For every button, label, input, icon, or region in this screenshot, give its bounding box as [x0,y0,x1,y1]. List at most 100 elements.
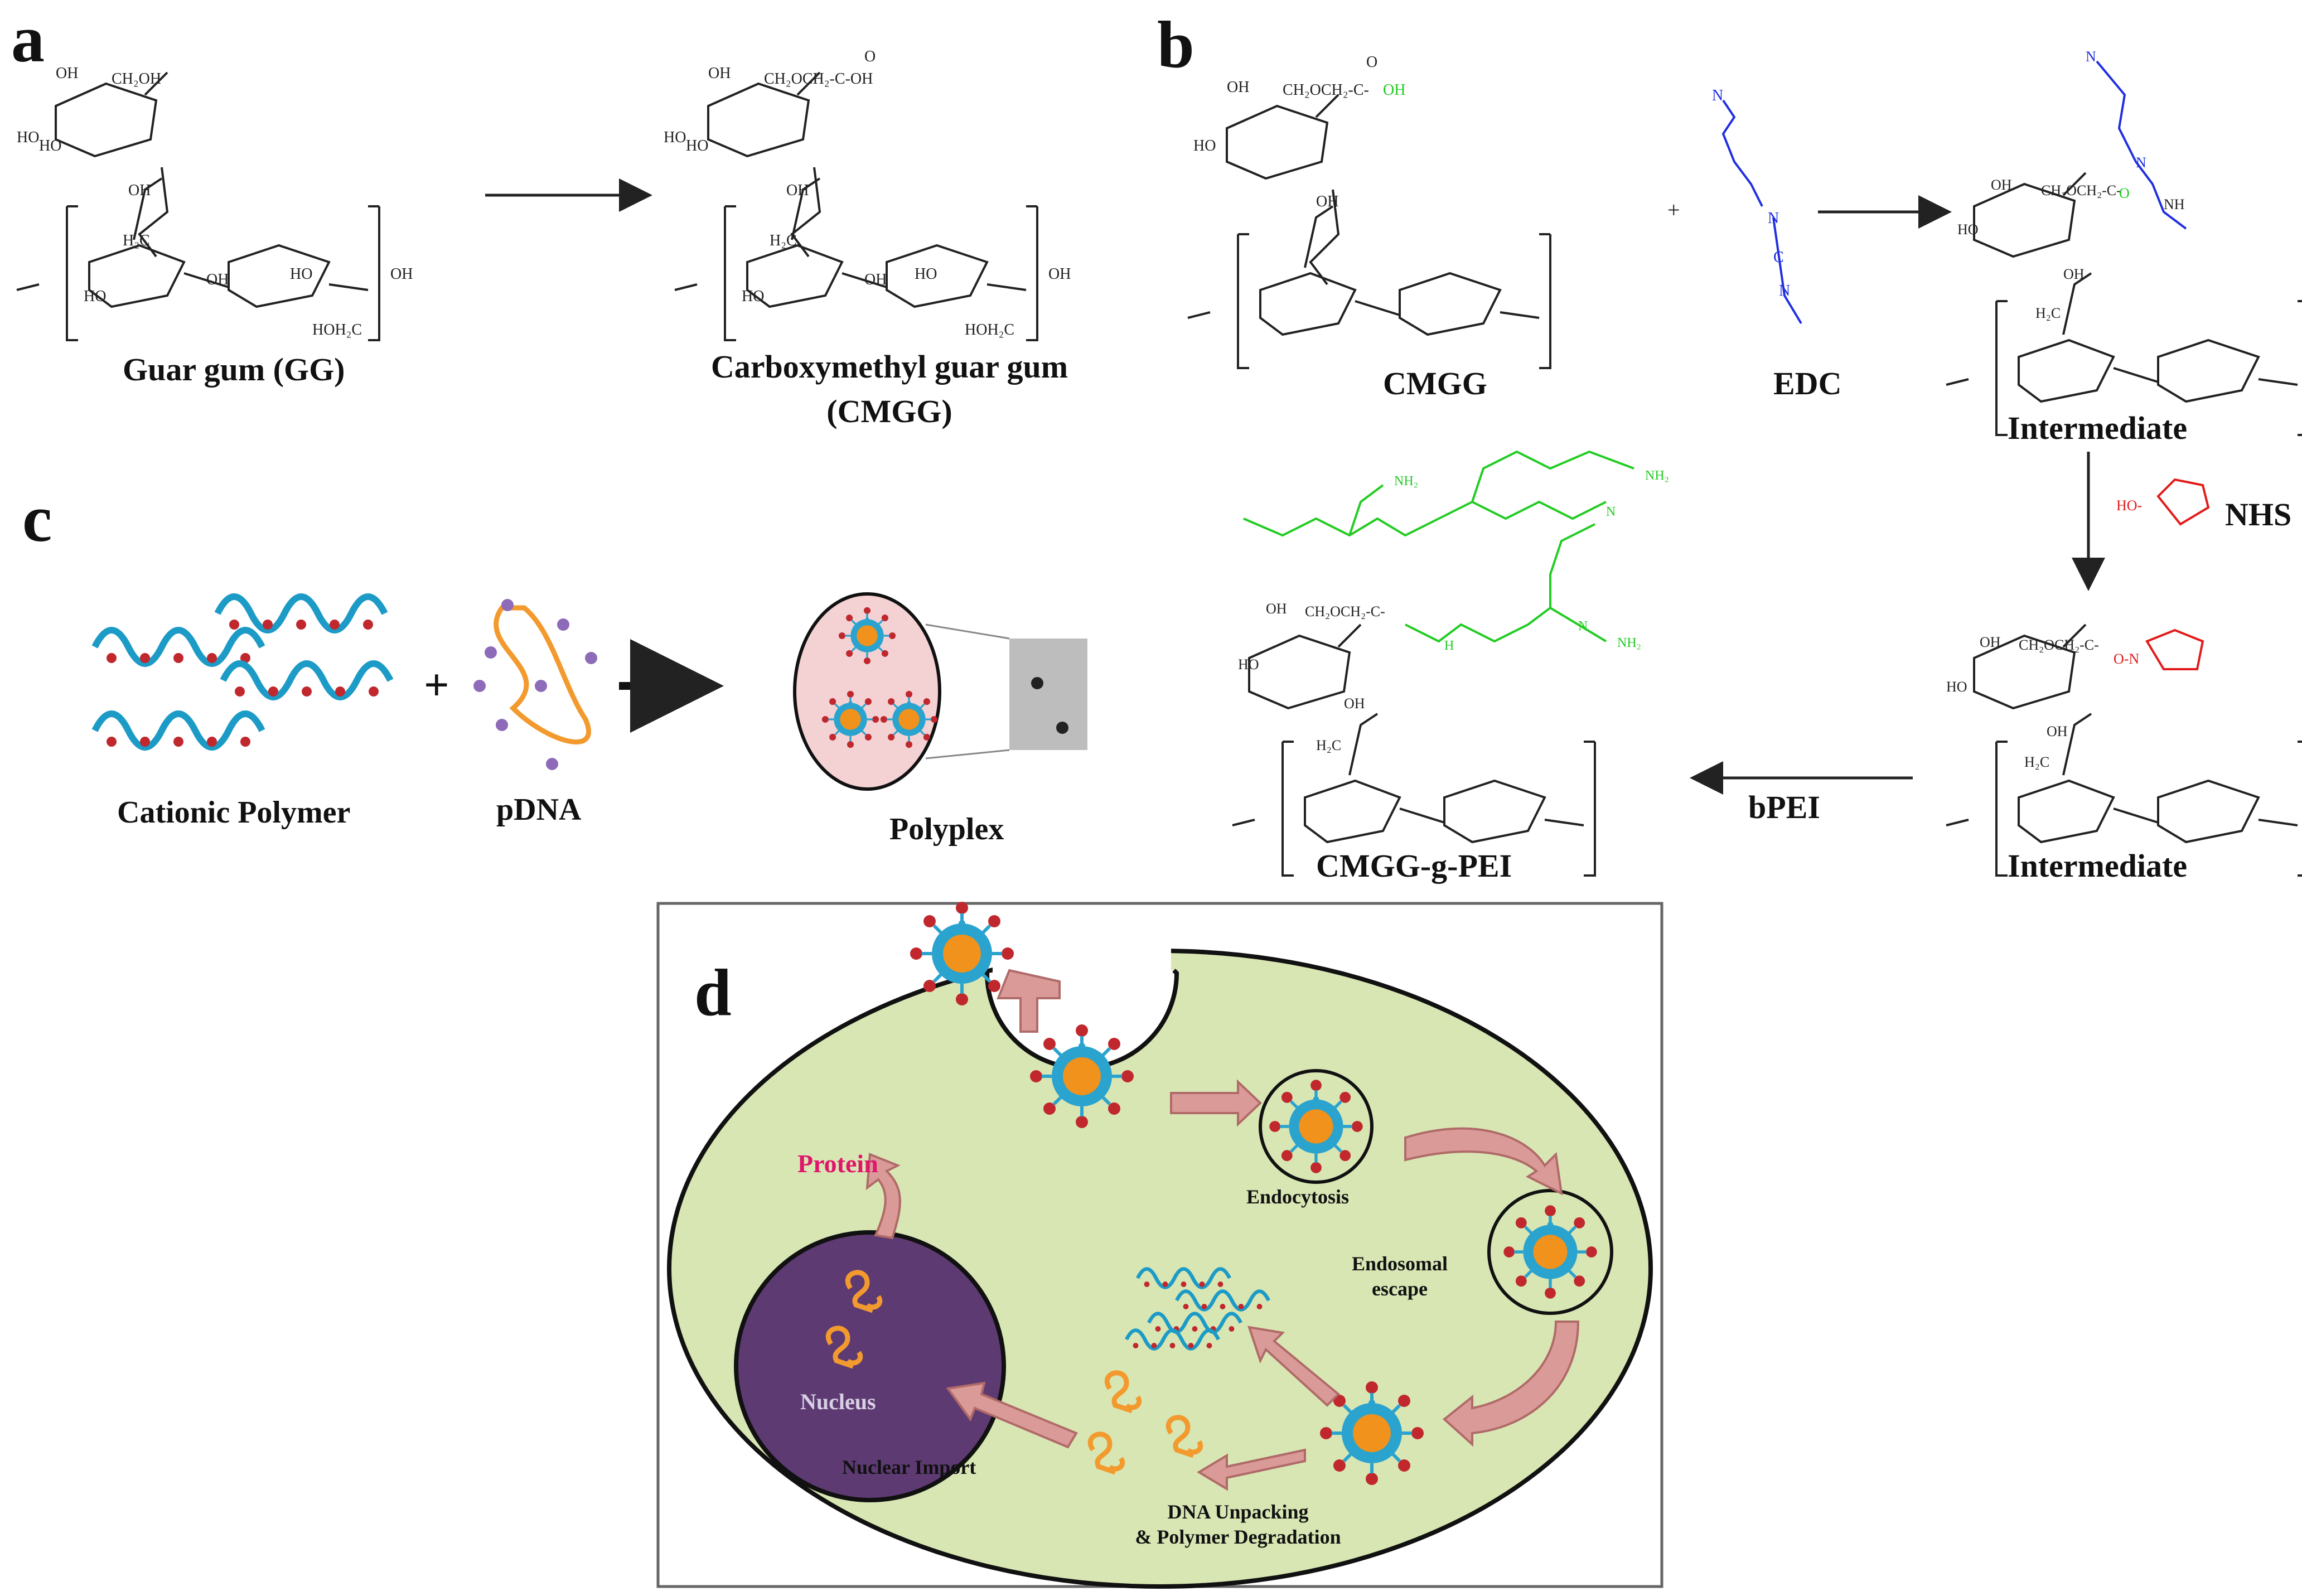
svg-text:C: C [1773,249,1784,266]
svg-text:OH: OH [1227,79,1249,96]
intermediate-1-structure: OH CH₂OCH₂-C- HO OH H₂C N N NH O [1945,49,2302,436]
nhs-label: NHS [2225,496,2292,533]
plus-sign-b: + [1667,197,1680,223]
svg-text:HO: HO [1238,656,1259,673]
dna-unpacking-label-line2: & Polymer Degradation [1135,1526,1341,1548]
edc-label: EDC [1773,365,1842,402]
svg-text:CH₂OCH₂-C-: CH₂OCH₂-C- [1305,603,1385,620]
svg-text:N: N [1712,87,1723,104]
svg-text:H: H [1444,639,1454,653]
svg-text:OH: OH [1991,177,2012,193]
protein-label: Protein [797,1149,878,1178]
cmgg-g-pei-label: CMGG-g-PEI [1316,848,1512,884]
cationic-polymer-label: Cationic Polymer [117,795,351,830]
svg-text:CH₂OCH₂-C-: CH₂OCH₂-C- [2041,182,2121,199]
endosomal-label-line1: Endosomal [1351,1252,1448,1275]
svg-text:HO: HO [915,265,937,283]
nuclear-import-label: Nuclear Import [842,1456,976,1478]
svg-text:NH₂: NH₂ [1617,636,1641,650]
cmgg-b-label: CMGG [1383,365,1487,402]
panel-b-cmgg-structure: OH CH₂OCH₂-C- O HO OH OH [1187,54,1551,369]
svg-text:OH: OH [206,271,229,288]
endocytosis-label: Endocytosis [1246,1186,1350,1208]
svg-text:HO: HO [1946,679,1967,695]
svg-text:O: O [2119,185,2130,201]
nucleus-shape [734,1230,1006,1502]
process-arrows [865,969,1580,1491]
svg-text:N: N [2086,49,2096,65]
svg-text:OH: OH [864,271,887,288]
intermediate-2-label: Intermediate [2008,848,2188,884]
svg-text:NH: NH [2164,196,2185,212]
svg-text:HOH₂C: HOH₂C [312,321,362,338]
svg-text:OH: OH [1980,634,2001,650]
svg-text:H₂C: H₂C [2024,754,2049,770]
nucleus-label: Nucleus [800,1389,876,1414]
svg-text:N: N [1606,505,1616,519]
svg-text:H₂C: H₂C [123,232,150,249]
svg-text:CH₂OH: CH₂OH [112,70,161,88]
svg-text:N: N [1578,619,1588,633]
panel-label-b: b [1157,7,1194,81]
bpei-label: bPEI [1748,789,1820,825]
svg-text:OH: OH [1383,81,1405,99]
svg-text:OH: OH [708,65,731,82]
svg-text:CH₂OCH₂-C-: CH₂OCH₂-C- [2019,637,2099,653]
intermediate-2-structure: OH CH₂OCH₂-C- HO OH H₂C O-N [1945,623,2302,877]
cationic-polymer-chains [95,597,390,747]
svg-text:HO: HO [290,265,312,283]
svg-text:O: O [864,48,876,65]
svg-text:OH: OH [56,65,78,82]
svg-text:OH: OH [128,182,151,199]
dna-unpacking-label-line1: DNA Unpacking [1167,1501,1309,1523]
svg-text:N: N [1768,210,1779,227]
plus-sign-c: + [424,661,449,710]
svg-text:HO: HO [686,137,708,154]
svg-text:HO: HO [1957,221,1979,238]
svg-text:OH: OH [1266,601,1287,617]
svg-text:OH: OH [1048,265,1071,283]
intermediate-1-label: Intermediate [2008,410,2188,446]
svg-text:HO: HO [664,129,686,146]
svg-text:HO: HO [17,129,39,146]
polyplex-label: Polyplex [889,812,1004,847]
svg-text:O-N: O-N [2114,651,2139,667]
cmgg-label-line2: (CMGG) [826,393,952,429]
endocytosis-particles [910,902,1613,1485]
svg-text:HO: HO [84,288,106,305]
svg-text:OH: OH [1316,193,1338,210]
edc-structure: N N C N [1712,87,1802,325]
pdna-label: pDNA [496,792,582,827]
svg-text:OH: OH [786,182,809,199]
panel-label-a: a [11,2,45,76]
panel-label-c: c [22,481,52,555]
svg-text:NH₂: NH₂ [1645,468,1669,483]
svg-text:OH: OH [2047,723,2068,739]
guar-gum-label: Guar gum (GG) [123,351,345,388]
svg-text:N: N [1779,282,1790,299]
cmgg-label-line1: Carboxymethyl guar gum [710,349,1068,385]
panel-label-d: d [694,955,732,1029]
endosomal-label-line2: escape [1372,1278,1428,1300]
svg-text:OH: OH [2063,266,2085,282]
svg-text:O: O [1366,54,1377,71]
svg-text:HOH₂C: HOH₂C [965,321,1014,338]
svg-text:OH: OH [390,265,413,283]
svg-text:CH₂OCH₂-C-: CH₂OCH₂-C- [1283,81,1369,99]
polyplex-illustration [793,592,1087,791]
svg-text:H₂C: H₂C [770,232,797,249]
svg-text:N: N [2136,154,2146,171]
nhs-structure: HO- [2116,478,2210,526]
svg-text:HO: HO [39,137,61,154]
svg-text:HO: HO [1193,137,1216,154]
svg-text:H₂C: H₂C [1316,737,1341,753]
svg-text:HO: HO [742,288,764,305]
svg-text:H₂C: H₂C [2035,305,2061,321]
pdna-plasmid-drawing [473,599,597,770]
svg-text:CH₂OCH₂-C-OH: CH₂OCH₂-C-OH [764,70,873,88]
